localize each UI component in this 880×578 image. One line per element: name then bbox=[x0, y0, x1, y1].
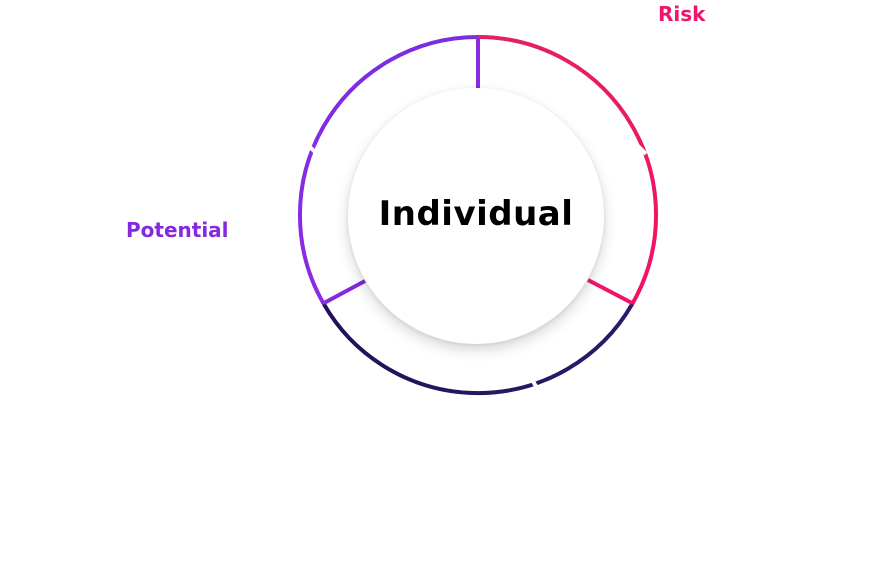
risk-arc-gap-upper bbox=[636, 144, 648, 156]
risk-arc bbox=[477, 35, 658, 305]
dark-arc bbox=[322, 302, 634, 396]
spoke-lower-right bbox=[587, 278, 633, 305]
spoke-lower-left bbox=[323, 279, 366, 305]
center-label: Individual bbox=[378, 194, 574, 234]
potential-arc bbox=[298, 35, 479, 305]
risk-label: Risk bbox=[658, 2, 706, 26]
potential-arc-gap bbox=[307, 144, 319, 156]
center-node: Individual bbox=[348, 88, 604, 344]
dark-arc-gap bbox=[529, 376, 539, 390]
potential-label: Potential bbox=[126, 218, 229, 242]
